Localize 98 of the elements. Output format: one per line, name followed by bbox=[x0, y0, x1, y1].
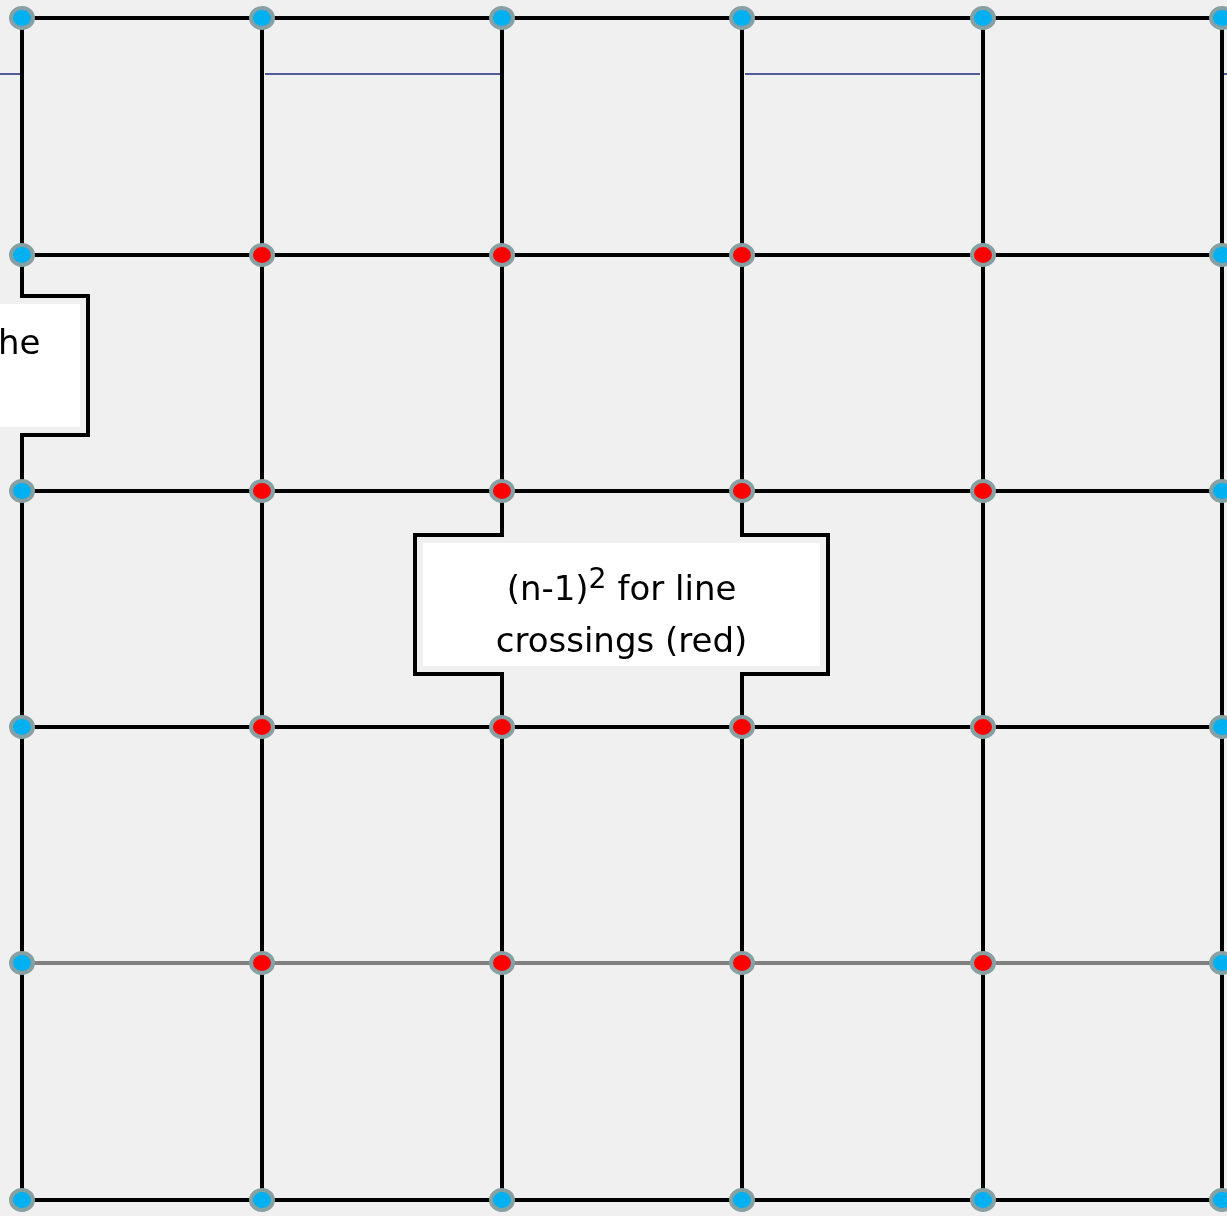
boundary-point bbox=[1209, 951, 1227, 975]
line-segment bbox=[1220, 502, 1224, 716]
line-segment bbox=[273, 253, 491, 257]
boundary-point bbox=[729, 1188, 755, 1212]
crossing-point bbox=[249, 951, 275, 975]
crossing-point bbox=[729, 951, 755, 975]
line-segment bbox=[413, 502, 504, 716]
line-segment bbox=[33, 253, 251, 257]
line-segment bbox=[981, 974, 985, 1189]
crossing-point bbox=[249, 479, 275, 503]
line-segment bbox=[981, 29, 985, 244]
crossing-point bbox=[970, 715, 996, 739]
line-segment bbox=[33, 489, 251, 493]
line-segment bbox=[1220, 29, 1224, 244]
line-segment bbox=[513, 961, 731, 965]
line-segment bbox=[513, 16, 731, 20]
line-segment bbox=[260, 29, 264, 244]
line-segment bbox=[260, 502, 264, 716]
line-segment bbox=[500, 29, 504, 244]
boundary-point bbox=[9, 243, 35, 267]
line-segment bbox=[33, 961, 251, 965]
line-segment bbox=[740, 738, 744, 952]
line-segment bbox=[260, 974, 264, 1189]
line-segment bbox=[740, 266, 744, 480]
boundary-point bbox=[489, 6, 515, 30]
line-segment bbox=[500, 738, 504, 952]
line-segment bbox=[753, 961, 972, 965]
line-segment bbox=[1220, 266, 1224, 480]
line-segment bbox=[994, 253, 1211, 257]
line-segment bbox=[981, 266, 985, 480]
line-segment bbox=[33, 1198, 251, 1202]
boundary-point bbox=[9, 1188, 35, 1212]
line-segment bbox=[981, 502, 985, 716]
line-segment bbox=[260, 738, 264, 952]
crossing-point bbox=[970, 951, 996, 975]
crossing-point bbox=[489, 479, 515, 503]
crossing-point bbox=[729, 243, 755, 267]
crossing-point bbox=[489, 715, 515, 739]
boundary-point bbox=[489, 1188, 515, 1212]
boundary-point bbox=[1209, 479, 1227, 503]
line-segment bbox=[500, 974, 504, 1189]
boundary-point bbox=[1209, 715, 1227, 739]
boundary-point bbox=[1209, 6, 1227, 30]
line-segment bbox=[994, 1198, 1211, 1202]
crossing-point bbox=[489, 243, 515, 267]
boundary-point bbox=[249, 6, 275, 30]
note-text: he bbox=[0, 321, 42, 364]
note-text: (n-1)$^{2}$ for line crossings (red) bbox=[494, 561, 749, 663]
line-segment bbox=[513, 1198, 731, 1202]
line-segment bbox=[994, 16, 1211, 20]
line-segment bbox=[20, 738, 24, 952]
line-segment bbox=[273, 16, 491, 20]
line-segment bbox=[994, 725, 1211, 729]
boundary-point bbox=[9, 479, 35, 503]
crossing-point bbox=[489, 951, 515, 975]
line-segment bbox=[273, 1198, 491, 1202]
line-segment bbox=[33, 725, 251, 729]
line-segment bbox=[273, 725, 491, 729]
crossing-point bbox=[249, 715, 275, 739]
crossing-point bbox=[970, 479, 996, 503]
boundary-point bbox=[9, 6, 35, 30]
boundary-point bbox=[1209, 1188, 1227, 1212]
boundary-point bbox=[970, 1188, 996, 1212]
line-segment bbox=[753, 16, 972, 20]
boundary-point bbox=[729, 6, 755, 30]
line-segment bbox=[513, 489, 731, 493]
crossing-point bbox=[970, 243, 996, 267]
line-segment bbox=[981, 738, 985, 952]
boundary-point bbox=[249, 1188, 275, 1212]
crossing-point bbox=[729, 715, 755, 739]
line-segment bbox=[1220, 738, 1224, 952]
line-segment bbox=[273, 961, 491, 965]
boundary-point bbox=[9, 715, 35, 739]
line-segment bbox=[273, 489, 491, 493]
line-segment bbox=[1220, 974, 1224, 1189]
boundary-point bbox=[1209, 243, 1227, 267]
boundary-point bbox=[9, 951, 35, 975]
boundary-point bbox=[970, 6, 996, 30]
line-segment bbox=[753, 489, 972, 493]
line-segment bbox=[260, 266, 264, 480]
line-segment bbox=[513, 253, 731, 257]
line-segment bbox=[20, 29, 24, 244]
crossing-point bbox=[249, 243, 275, 267]
line-segment bbox=[33, 16, 251, 20]
line-segment bbox=[753, 253, 972, 257]
line-segment bbox=[740, 29, 744, 244]
crossing-point bbox=[729, 479, 755, 503]
line-segment bbox=[20, 974, 24, 1189]
line-segment bbox=[20, 502, 24, 716]
line-segment bbox=[994, 961, 1211, 965]
line-segment bbox=[994, 489, 1211, 493]
line-segment bbox=[20, 266, 90, 480]
line-segment bbox=[500, 266, 504, 480]
line-segment bbox=[740, 502, 830, 716]
line-segment bbox=[753, 725, 972, 729]
line-segment bbox=[513, 725, 731, 729]
line-segment bbox=[740, 974, 744, 1189]
line-segment bbox=[753, 1198, 972, 1202]
